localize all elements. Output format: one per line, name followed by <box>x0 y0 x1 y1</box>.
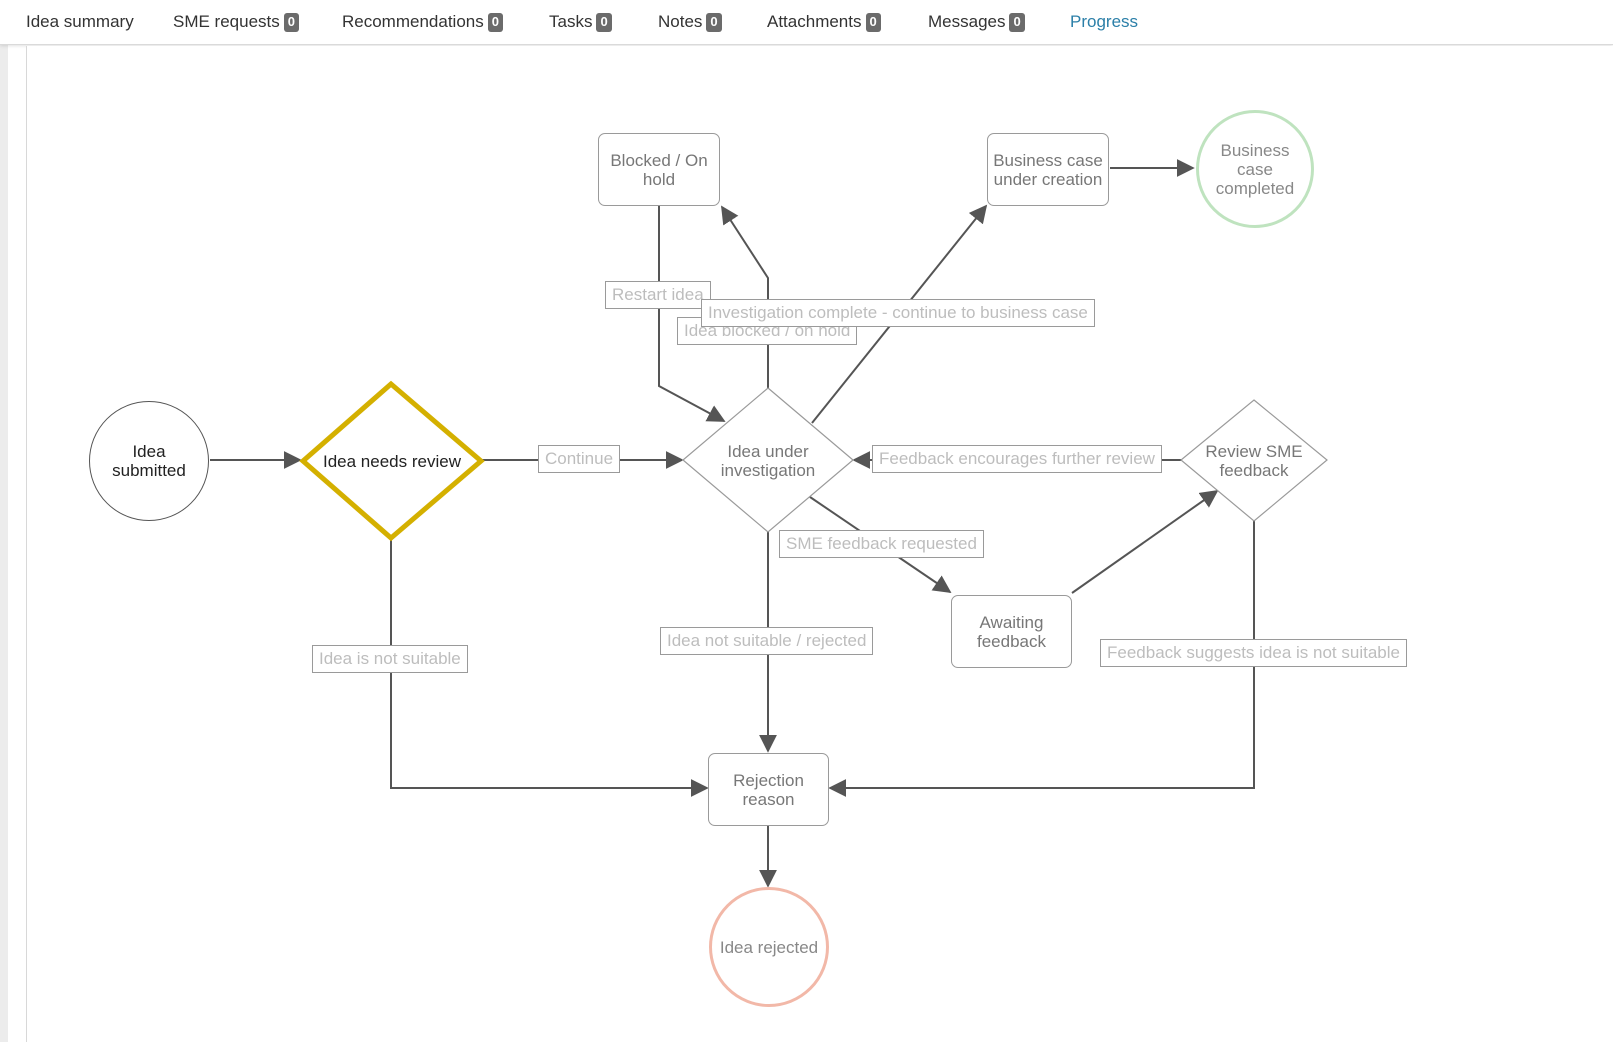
count-badge: 0 <box>865 12 881 32</box>
edge-restart-idea <box>658 206 726 422</box>
edge-label-idea-not-suitable-rejected[interactable]: Idea not suitable / rejected <box>660 627 874 655</box>
count-badge: 0 <box>283 12 299 32</box>
tab-sme-requests[interactable]: SME requests 0 <box>173 0 299 44</box>
diamond-idea-needs-review[interactable] <box>299 380 485 542</box>
node-awaiting-feedback[interactable]: Awaiting feedback <box>951 595 1072 668</box>
left-rail <box>0 0 8 1042</box>
node-business-case-completed[interactable]: Business case completed <box>1196 110 1314 228</box>
node-label: Idea rejected <box>719 937 819 957</box>
edge-label-continue[interactable]: Continue <box>538 445 621 473</box>
count-badge: 0 <box>487 12 503 32</box>
count-badge: 0 <box>596 12 612 32</box>
tab-messages[interactable]: Messages 0 <box>928 0 1025 44</box>
tab-notes[interactable]: Notes 0 <box>658 0 722 44</box>
node-idea-under-investigation-label: Idea under investigation <box>720 442 816 480</box>
tab-attachments[interactable]: Attachments 0 <box>767 0 881 44</box>
tab-label: Notes <box>658 12 703 31</box>
tab-label: Tasks <box>549 12 593 31</box>
edge-label-sme-feedback-requested[interactable]: SME feedback requested <box>779 530 984 558</box>
tab-label: Attachments <box>767 12 862 31</box>
tab-progress[interactable]: Progress <box>1070 0 1138 44</box>
node-review-sme-feedback-label: Review SME feedback <box>1205 442 1303 480</box>
edge-label-restart-idea[interactable]: Restart idea <box>605 281 711 309</box>
edge-idea-blocked <box>721 205 769 388</box>
node-label: Idea submitted <box>112 442 186 480</box>
tab-label: Progress <box>1070 12 1139 31</box>
tab-recommendations[interactable]: Recommendations 0 <box>342 0 503 44</box>
count-badge: 0 <box>1009 12 1025 32</box>
edge-label-idea-is-not-suitable[interactable]: Idea is not suitable <box>312 645 468 673</box>
edge-feedback-suggests-not-suitable <box>828 521 1255 797</box>
tab-label: Messages <box>928 12 1006 31</box>
node-label: Business case completed <box>1215 140 1295 198</box>
node-label: Business case under creation <box>993 150 1103 189</box>
tab-label: Recommendations <box>342 12 484 31</box>
tab-tasks[interactable]: Tasks 0 <box>549 0 612 44</box>
node-idea-submitted[interactable]: Idea submitted <box>89 401 209 521</box>
tab-bar: Idea summary SME requests 0 Recommendati… <box>0 0 1613 45</box>
edge-idea-is-not-suitable <box>390 538 709 797</box>
node-business-case-under-creation[interactable]: Business case under creation <box>987 133 1109 206</box>
node-label: Awaiting feedback <box>977 612 1046 651</box>
node-rejection-reason[interactable]: Rejection reason <box>708 753 829 826</box>
diamond-idea-under-investigation[interactable] <box>682 387 854 533</box>
count-badge: 0 <box>706 12 722 32</box>
diamond-review-sme-feedback[interactable] <box>1180 399 1328 522</box>
node-label: Rejection reason <box>733 770 804 809</box>
node-blocked-on-hold[interactable]: Blocked / On hold <box>598 133 720 206</box>
node-label: Blocked / On hold <box>610 150 708 189</box>
edge-label-feedback-encourages[interactable]: Feedback encourages further review <box>872 445 1162 473</box>
edge-label-feedback-suggests-not-suitable[interactable]: Feedback suggests idea is not suitable <box>1100 639 1407 667</box>
tab-label: Idea summary <box>26 12 134 31</box>
edge-awaiting-to-review <box>1071 489 1219 594</box>
tab-idea-summary[interactable]: Idea summary <box>26 0 134 44</box>
node-idea-needs-review-label: Idea needs review <box>323 451 461 471</box>
edge-label-investigation-complete[interactable]: Investigation complete - continue to bus… <box>701 299 1095 327</box>
tab-label: SME requests <box>173 12 280 31</box>
node-idea-rejected[interactable]: Idea rejected <box>709 887 829 1007</box>
